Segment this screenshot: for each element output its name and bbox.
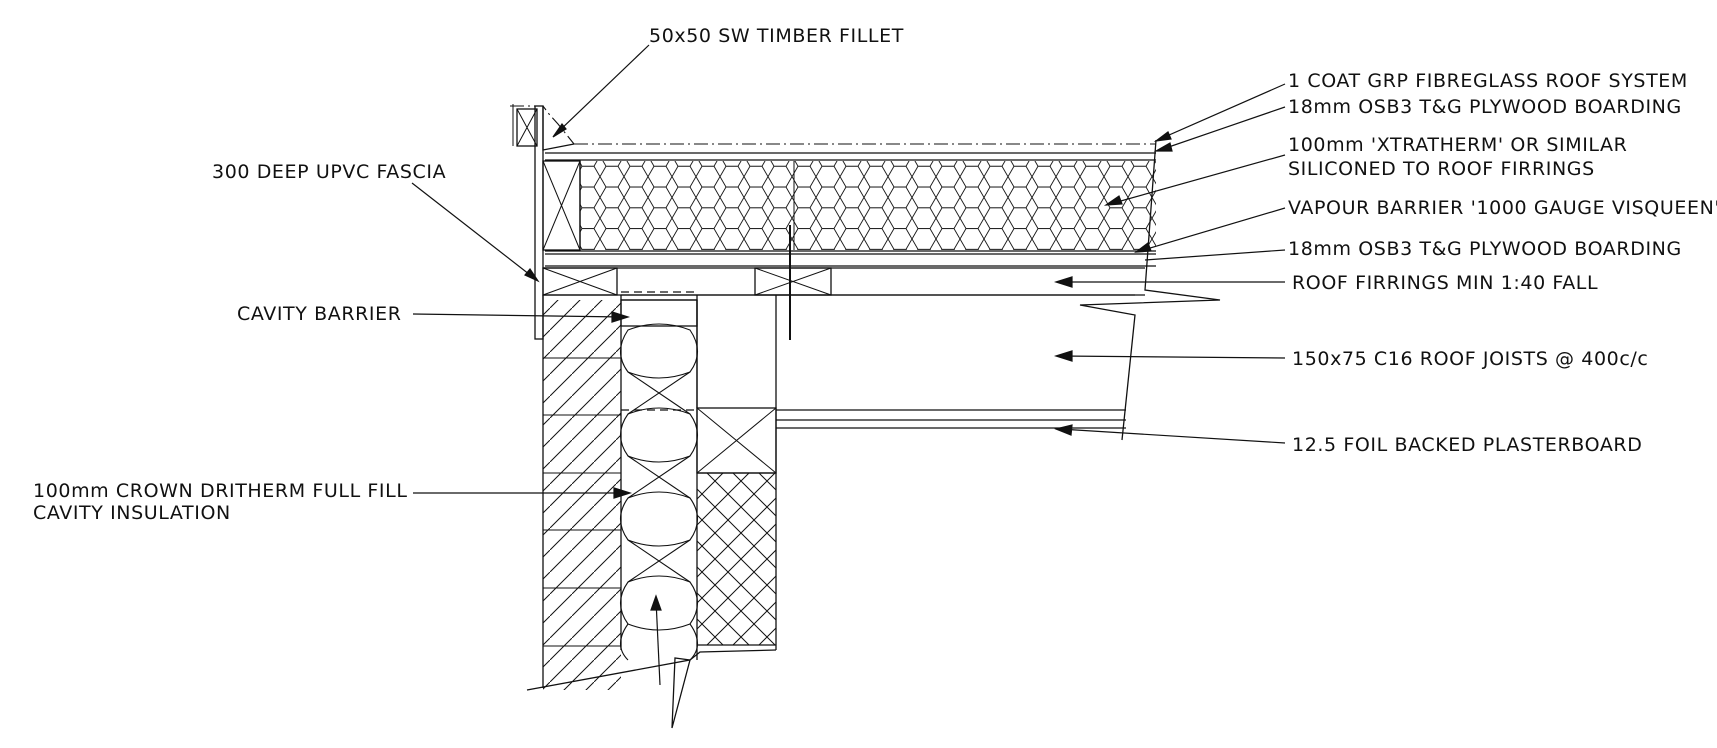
label-grp-roof: 1 COAT GRP FIBREGLASS ROOF SYSTEM [1288,70,1688,92]
brick-courses [543,357,621,647]
label-cavity-barrier: CAVITY BARRIER [237,303,402,325]
label-osb-bottom: 18mm OSB3 T&G PLYWOOD BOARDING [1288,238,1682,260]
label-timber-fillet: 50x50 SW TIMBER FILLET [649,25,904,47]
label-fascia: 300 DEEP UPVC FASCIA [212,161,446,183]
fascia-board [534,105,544,340]
osb-lower-deck [545,250,1156,267]
break-lines [526,139,1221,729]
cavity-barrier [620,299,698,327]
leader-lines [411,44,1286,686]
outer-brick-leaf [542,295,622,690]
wall-plate-outer-cross [542,267,618,296]
label-firrings: ROOF FIRRINGS MIN 1:40 FALL [1292,272,1598,294]
label-xtratherm-2: SILICONED TO ROOF FIRRINGS [1288,158,1595,180]
inner-block-leaf [696,407,777,650]
fillet-timber [516,108,538,147]
label-cavity-insulation-2: CAVITY INSULATION [33,502,231,524]
brick-hatch [543,300,621,690]
inner-leaf-edges [697,408,777,650]
label-xtratherm-1: 100mm 'XTRATHERM' OR SIMILAR [1288,134,1627,156]
right-break-line [1079,139,1221,441]
fillet-timber-cross [516,108,538,147]
block-crosshatch [697,473,776,645]
label-osb-top: 18mm OSB3 T&G PLYWOOD BOARDING [1288,96,1682,118]
osb-top-deck [545,152,1156,161]
label-plasterboard: 12.5 FOIL BACKED PLASTERBOARD [1292,434,1642,456]
xtratherm-insulation [580,161,1156,250]
cavity-top [621,294,697,301]
inner-lintel-cross [696,407,777,474]
wall-plate-inner-cross [754,267,832,296]
label-vapour-barrier: VAPOUR BARRIER '1000 GAUGE VISQUEEN' [1288,197,1717,219]
batt-insulation [619,323,699,661]
upvc-fascia [534,105,544,340]
label-joists: 150x75 C16 ROOF JOISTS @ 400c/c [1292,348,1648,370]
labels: 50x50 SW TIMBER FILLET 300 DEEP UPVC FAS… [33,25,1717,524]
label-cavity-insulation-1: 100mm CROWN DRITHERM FULL FILL [33,480,408,502]
roof-firrings [543,267,1145,296]
bottom-break-line [526,657,691,729]
upstand-membrane [510,105,575,145]
plasterboard-lines [776,409,1126,429]
joist-end-lines [696,295,777,408]
inner-base-line [689,649,777,661]
ceiling-joists [696,294,1135,429]
fillet-upstand [542,106,575,151]
edge-timber-cross [542,160,581,251]
